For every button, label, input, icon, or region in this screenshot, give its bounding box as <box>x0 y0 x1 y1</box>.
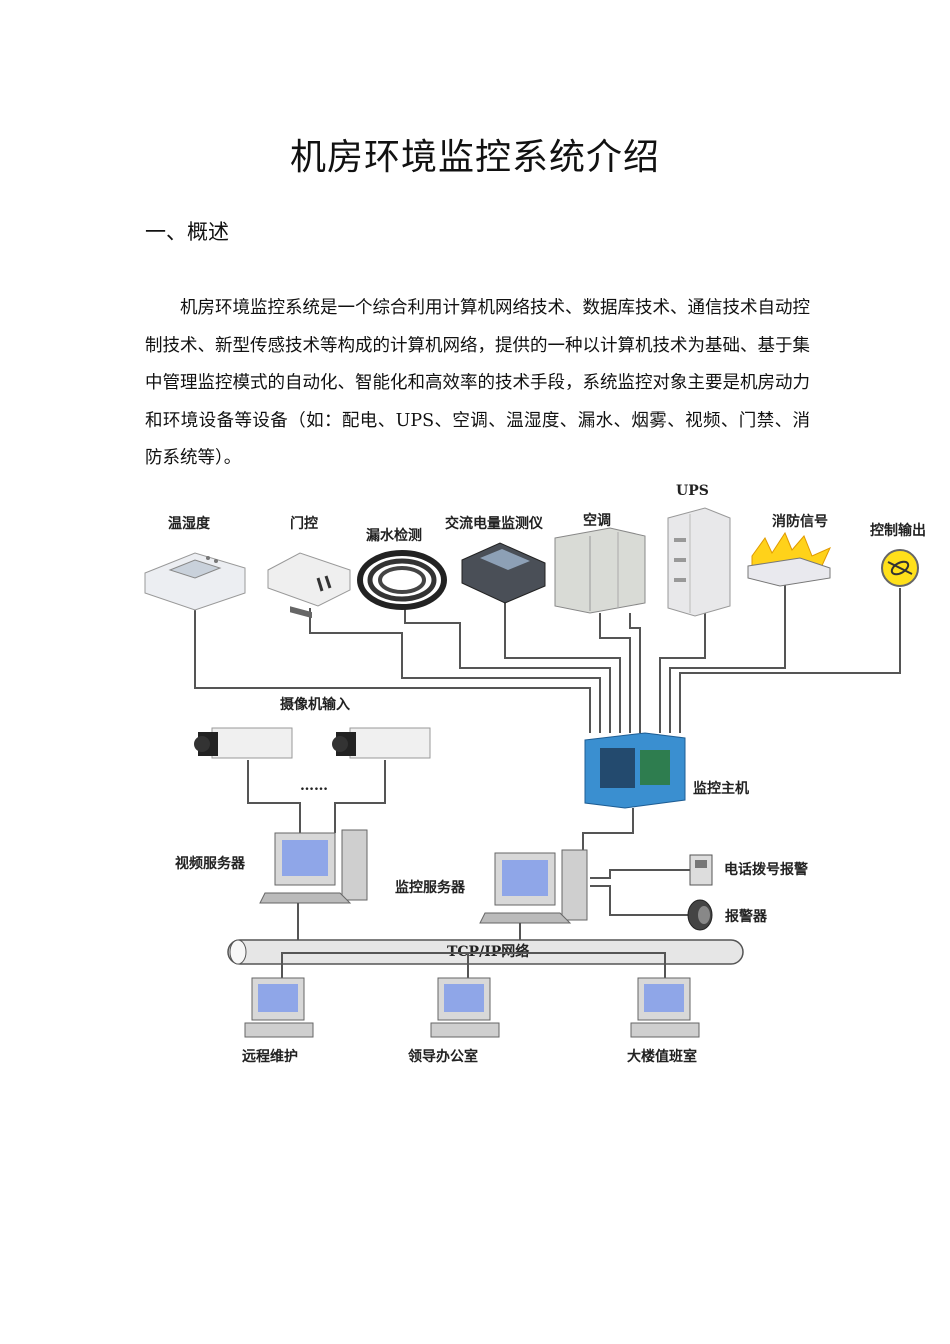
dots-label: …… <box>300 778 328 794</box>
label-ups: UPS <box>676 483 709 499</box>
label-temp: 温湿度 <box>168 515 211 532</box>
page-title: 机房环境监控系统介绍 <box>289 137 660 178</box>
label-remote: 远程维护 <box>242 1048 298 1065</box>
label-monitor-host: 监控主机 <box>693 780 749 797</box>
remote-client-computer <box>244 977 314 1038</box>
label-meter: 交流电量监测仪 <box>445 515 544 532</box>
label-alarm: 报警器 <box>725 908 768 925</box>
siren-device <box>687 899 713 931</box>
label-ac: 空调 <box>583 512 611 529</box>
label-door: 门控 <box>290 515 318 532</box>
leak-detection-device <box>357 550 447 610</box>
label-monitor-server: 监控服务器 <box>395 879 466 896</box>
leader-office-computer <box>430 977 500 1038</box>
ups-device <box>667 507 731 617</box>
label-duty: 大楼值班室 <box>627 1048 697 1065</box>
fire-signal-device <box>747 531 831 587</box>
system-diagram: 温湿度 门控 漏水检测 交流电量监测仪 空调 UPS 消防信号 <box>144 483 926 1065</box>
label-leader: 领导办公室 <box>408 1048 478 1065</box>
camera-2-device <box>332 727 431 759</box>
section-heading: 一、概述 <box>145 220 229 244</box>
monitor-host-device <box>584 732 686 809</box>
monitor-server-computer <box>479 849 588 924</box>
control-output-device <box>881 549 919 587</box>
label-leak: 漏水检测 <box>366 527 422 544</box>
label-phone-alarm: 电话拨号报警 <box>724 861 808 878</box>
video-server-computer <box>259 829 368 904</box>
label-output: 控制输出 <box>870 522 926 539</box>
label-video-server: 视频服务器 <box>175 855 246 872</box>
phone-device <box>689 854 713 886</box>
temp-humidity-device <box>144 552 246 611</box>
label-network: TCP/IP网络 <box>447 943 529 960</box>
duty-room-computer <box>630 977 700 1038</box>
overview-paragraph: 机房环境监控系统是一个综合利用计算机网络技术、数据库技术、通信技术自动控制技术、… <box>145 298 810 468</box>
door-control-device <box>267 552 351 619</box>
camera-1-device <box>194 727 293 759</box>
label-camera-input: 摄像机输入 <box>280 696 350 713</box>
device-wires <box>194 583 901 856</box>
label-fire: 消防信号 <box>772 513 828 530</box>
power-meter-device <box>461 542 546 604</box>
ac-unit-device <box>554 527 646 614</box>
